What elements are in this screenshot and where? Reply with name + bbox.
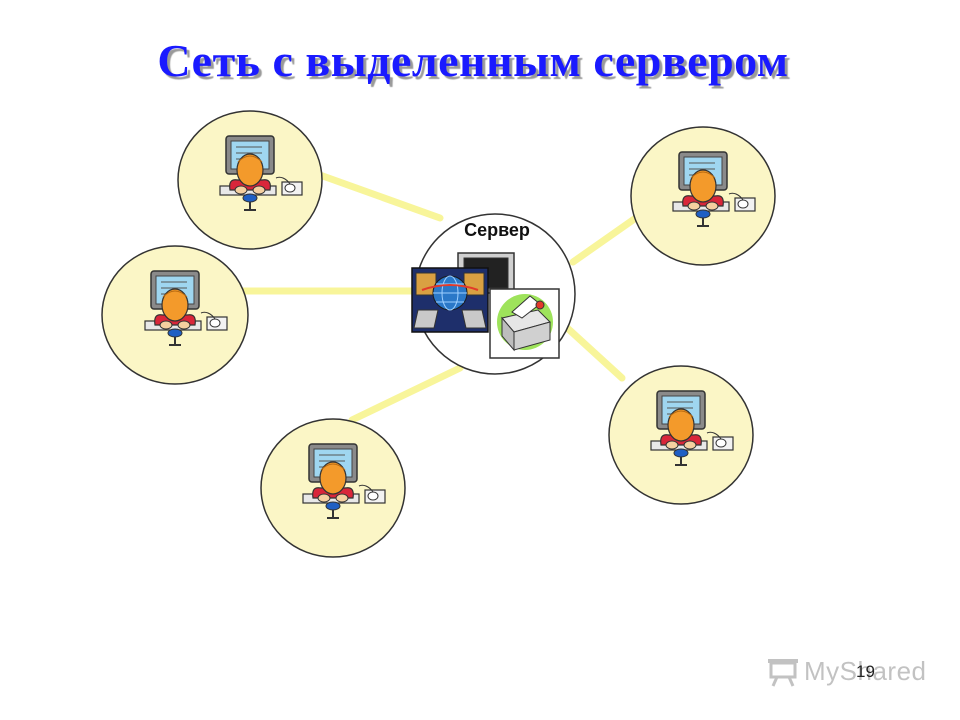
workstation-node-bottom-left bbox=[260, 418, 406, 558]
network-globe-icon bbox=[411, 267, 489, 333]
link-bottom-right bbox=[560, 321, 626, 382]
page-number: 19 bbox=[856, 662, 875, 681]
watermark: MyShared bbox=[766, 656, 927, 687]
workstation-node-middle-left bbox=[101, 245, 249, 385]
server-node bbox=[411, 213, 576, 375]
workstation-node-bottom-right bbox=[608, 365, 754, 505]
link-top-right bbox=[569, 211, 644, 266]
link-top-left bbox=[316, 171, 444, 222]
printer-icon bbox=[489, 288, 560, 359]
watermark-text: MyShared bbox=[804, 656, 927, 686]
workstation-node-top-right bbox=[630, 126, 776, 266]
workstation-node-top-left bbox=[177, 110, 323, 250]
presentation-board-icon bbox=[768, 658, 798, 687]
link-bottom-left bbox=[348, 364, 464, 424]
slide-title: Сеть с выделенным сервером bbox=[157, 35, 789, 86]
server-label: Сервер bbox=[464, 220, 530, 240]
